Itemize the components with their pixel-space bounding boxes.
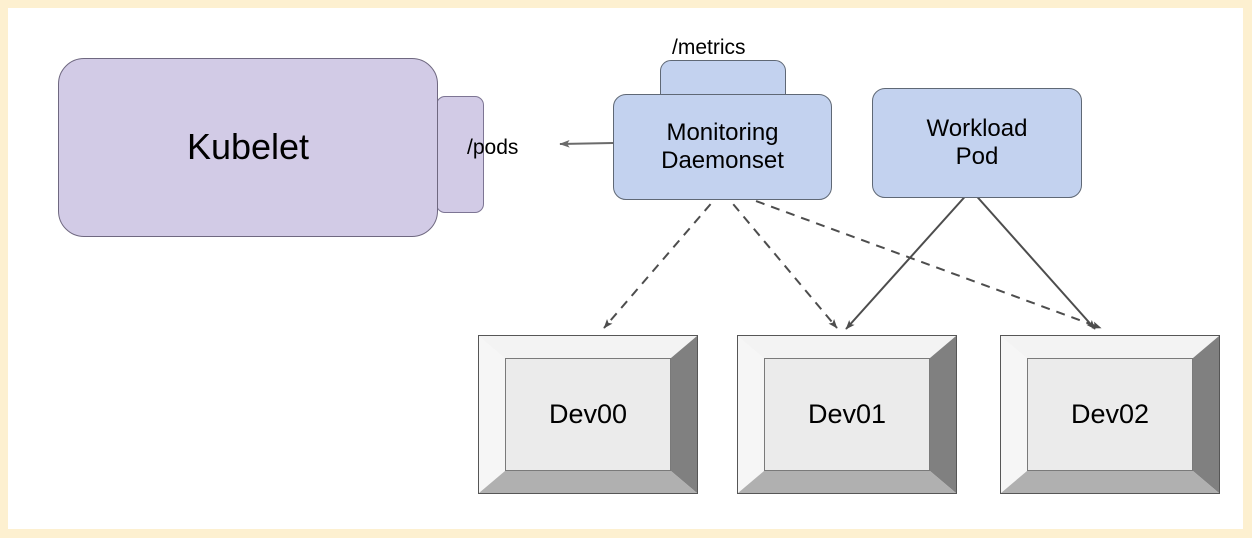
device-text-wrap: Dev01 [737, 335, 957, 494]
device-inner-panel [764, 358, 930, 471]
kubelet-label: Kubelet [186, 126, 310, 168]
diagram-canvas: Kubelet /pods /metrics Monitoring Daemon… [8, 8, 1243, 529]
kubelet-body[interactable]: Kubelet [58, 58, 438, 237]
edge-daemonset-to-dev02 [725, 189, 1102, 329]
edge-daemonset-to-dev00 [603, 191, 722, 329]
device-text-wrap: Dev02 [1000, 335, 1220, 494]
device-inner-panel [505, 358, 671, 471]
device-text-wrap: Dev00 [478, 335, 698, 494]
device-inner-panel [1027, 358, 1193, 471]
kubelet-pods-port[interactable] [436, 96, 484, 213]
edge-daemonset-to-dev01 [722, 191, 838, 329]
device-label: Dev01 [807, 398, 887, 429]
node-workload-pod[interactable]: Workload Pod [872, 88, 1082, 198]
edge-daemonset-to-kubelet-pods [559, 140, 614, 148]
workload-pod-label: Workload Pod [926, 114, 1028, 170]
daemonset-label: Monitoring Daemonset [661, 118, 784, 174]
device-label: Dev02 [1070, 398, 1150, 429]
pods-endpoint-label: /pods [467, 136, 519, 159]
node-kubelet[interactable]: Kubelet [58, 58, 484, 243]
device-face [737, 335, 957, 494]
node-device-dev02[interactable]: Dev02 [1000, 335, 1220, 494]
node-device-dev01[interactable]: Dev01 [737, 335, 957, 494]
node-device-dev00[interactable]: Dev00 [478, 335, 698, 494]
metrics-endpoint-label: /metrics [672, 36, 746, 59]
edge-workload-to-dev02 [971, 190, 1096, 330]
edge-workload-to-dev01 [845, 190, 971, 330]
node-monitoring-daemonset[interactable]: Monitoring Daemonset [613, 60, 837, 204]
device-face [478, 335, 698, 494]
daemonset-body[interactable]: Monitoring Daemonset [613, 94, 832, 200]
device-label: Dev00 [548, 398, 628, 429]
device-face [1000, 335, 1220, 494]
